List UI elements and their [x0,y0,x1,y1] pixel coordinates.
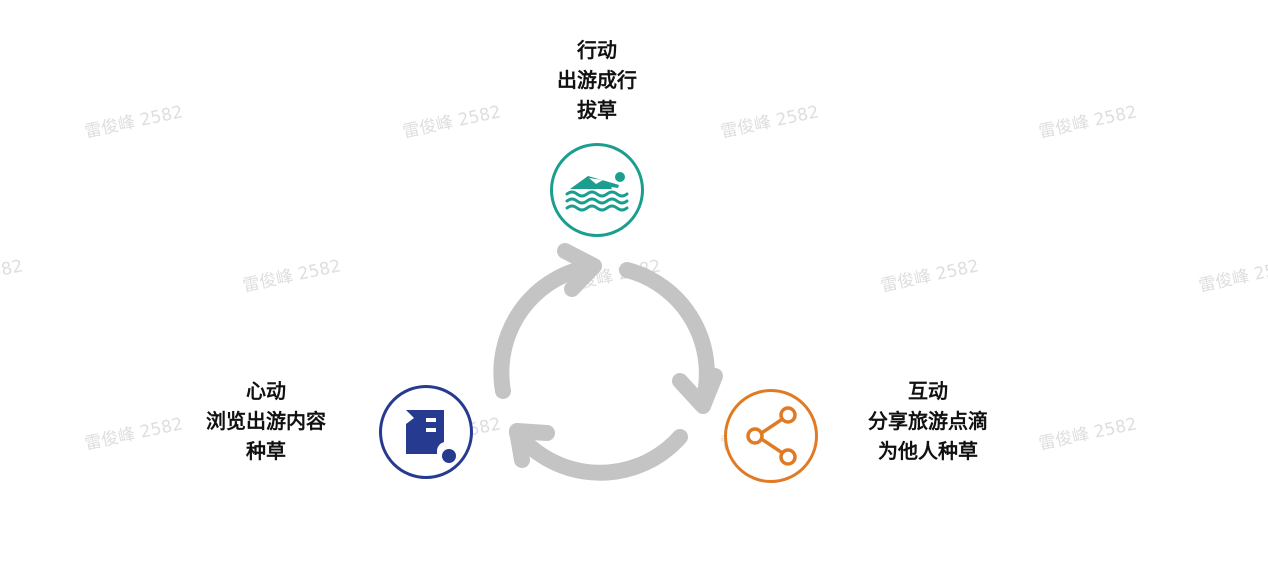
swimmer-icon [565,172,629,212]
cycle-arrow-right-to-left [509,425,688,481]
top-node-line-2: 出游成行 [557,68,637,92]
top-node-title: 行动 [577,38,617,62]
right-node-label: 互动 分享旅游点滴 为他人种草 [828,376,1028,466]
left-node-line-2: 浏览出游内容 [206,409,326,433]
left-node-icon-circle [379,385,473,479]
share-icon [746,406,797,466]
top-node-label: 行动 出游成行 拔草 [497,35,697,125]
cycle-arrow-left-to-top [493,259,598,399]
arrowhead-right [672,368,723,414]
cycle-arrow-top-to-right [619,262,715,410]
left-node-title: 心动 [246,379,286,403]
right-node-title: 互动 [908,379,948,403]
left-node-label: 心动 浏览出游内容 种草 [166,376,366,466]
arrowhead-left [509,423,555,468]
right-node-line-2: 分享旅游点滴 [868,409,988,433]
right-node-line-3: 为他人种草 [878,439,978,463]
top-node-icon-circle [550,143,644,237]
right-node-icon-circle [724,389,818,483]
document-icon [406,410,456,463]
arrowhead-top [557,243,602,297]
left-node-line-3: 种草 [246,439,286,463]
top-node-line-3: 拔草 [577,98,617,122]
